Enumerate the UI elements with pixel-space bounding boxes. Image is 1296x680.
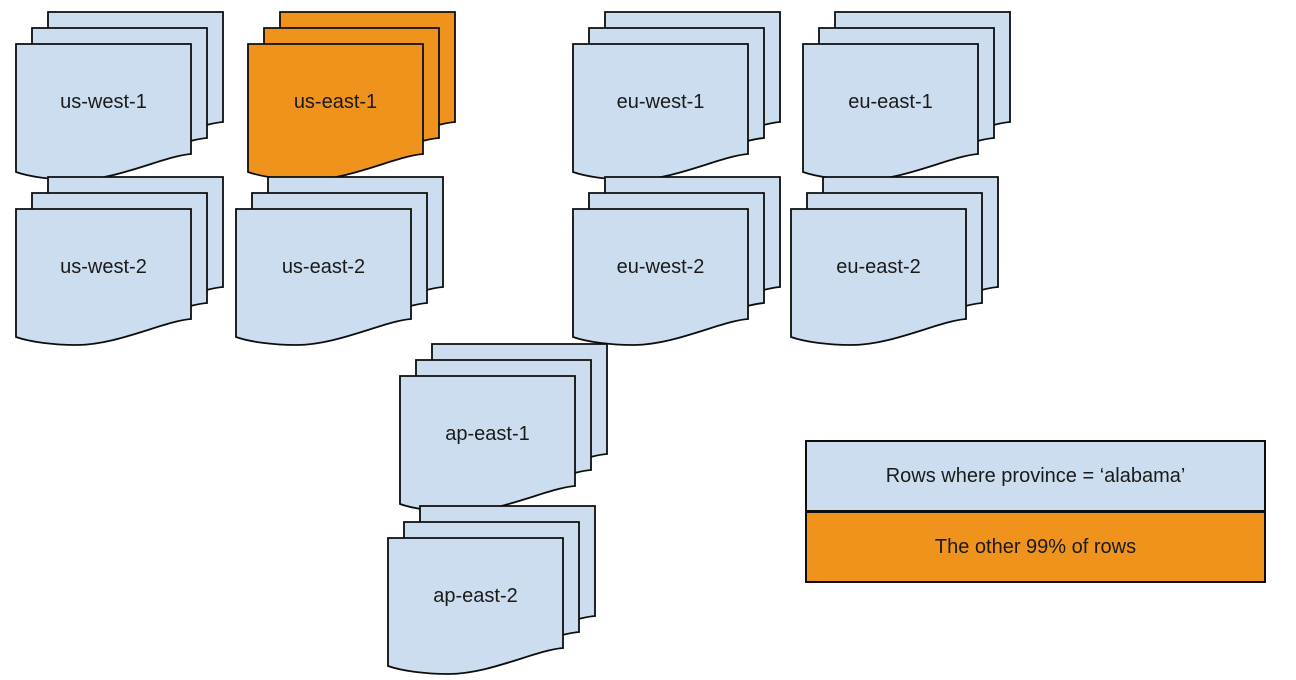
doc-sheet-front: [235, 208, 412, 346]
doc-sheet-front: [15, 208, 192, 346]
doc-sheet-front: [572, 43, 749, 181]
doc-sheet-front: [15, 43, 192, 181]
region-stack-eu-west-1: eu-west-1: [572, 11, 781, 181]
legend-label-other-rows: The other 99% of rows: [934, 535, 1137, 558]
region-stack-ap-east-2: ap-east-2: [387, 505, 596, 675]
doc-sheet-front: [802, 43, 979, 181]
region-stack-us-west-2: us-west-2: [15, 176, 224, 346]
region-stack-us-west-1: us-west-1: [15, 11, 224, 181]
document-stack-icon: [790, 176, 999, 346]
document-stack-icon: [15, 11, 224, 181]
doc-sheet-front: [247, 43, 424, 181]
document-stack-icon: [387, 505, 596, 675]
region-stack-eu-west-2: eu-west-2: [572, 176, 781, 346]
region-stack-us-east-1: us-east-1: [247, 11, 456, 181]
legend: Rows where province = ‘alabama’ The othe…: [805, 440, 1266, 583]
document-stack-icon: [235, 176, 444, 346]
legend-row-other-rows: The other 99% of rows: [807, 510, 1264, 581]
doc-sheet-front: [572, 208, 749, 346]
region-stack-us-east-2: us-east-2: [235, 176, 444, 346]
region-stack-ap-east-1: ap-east-1: [399, 343, 608, 513]
document-stack-icon: [572, 11, 781, 181]
legend-row-alabama: Rows where province = ‘alabama’: [807, 442, 1264, 510]
doc-sheet-front: [790, 208, 967, 346]
region-stack-eu-east-1: eu-east-1: [802, 11, 1011, 181]
legend-label-alabama: Rows where province = ‘alabama’: [885, 464, 1186, 487]
document-stack-icon: [802, 11, 1011, 181]
document-stack-icon: [15, 176, 224, 346]
doc-sheet-front: [387, 537, 564, 675]
document-stack-icon: [572, 176, 781, 346]
document-stack-icon: [247, 11, 456, 181]
region-stack-eu-east-2: eu-east-2: [790, 176, 999, 346]
document-stack-icon: [399, 343, 608, 513]
doc-sheet-front: [399, 375, 576, 513]
